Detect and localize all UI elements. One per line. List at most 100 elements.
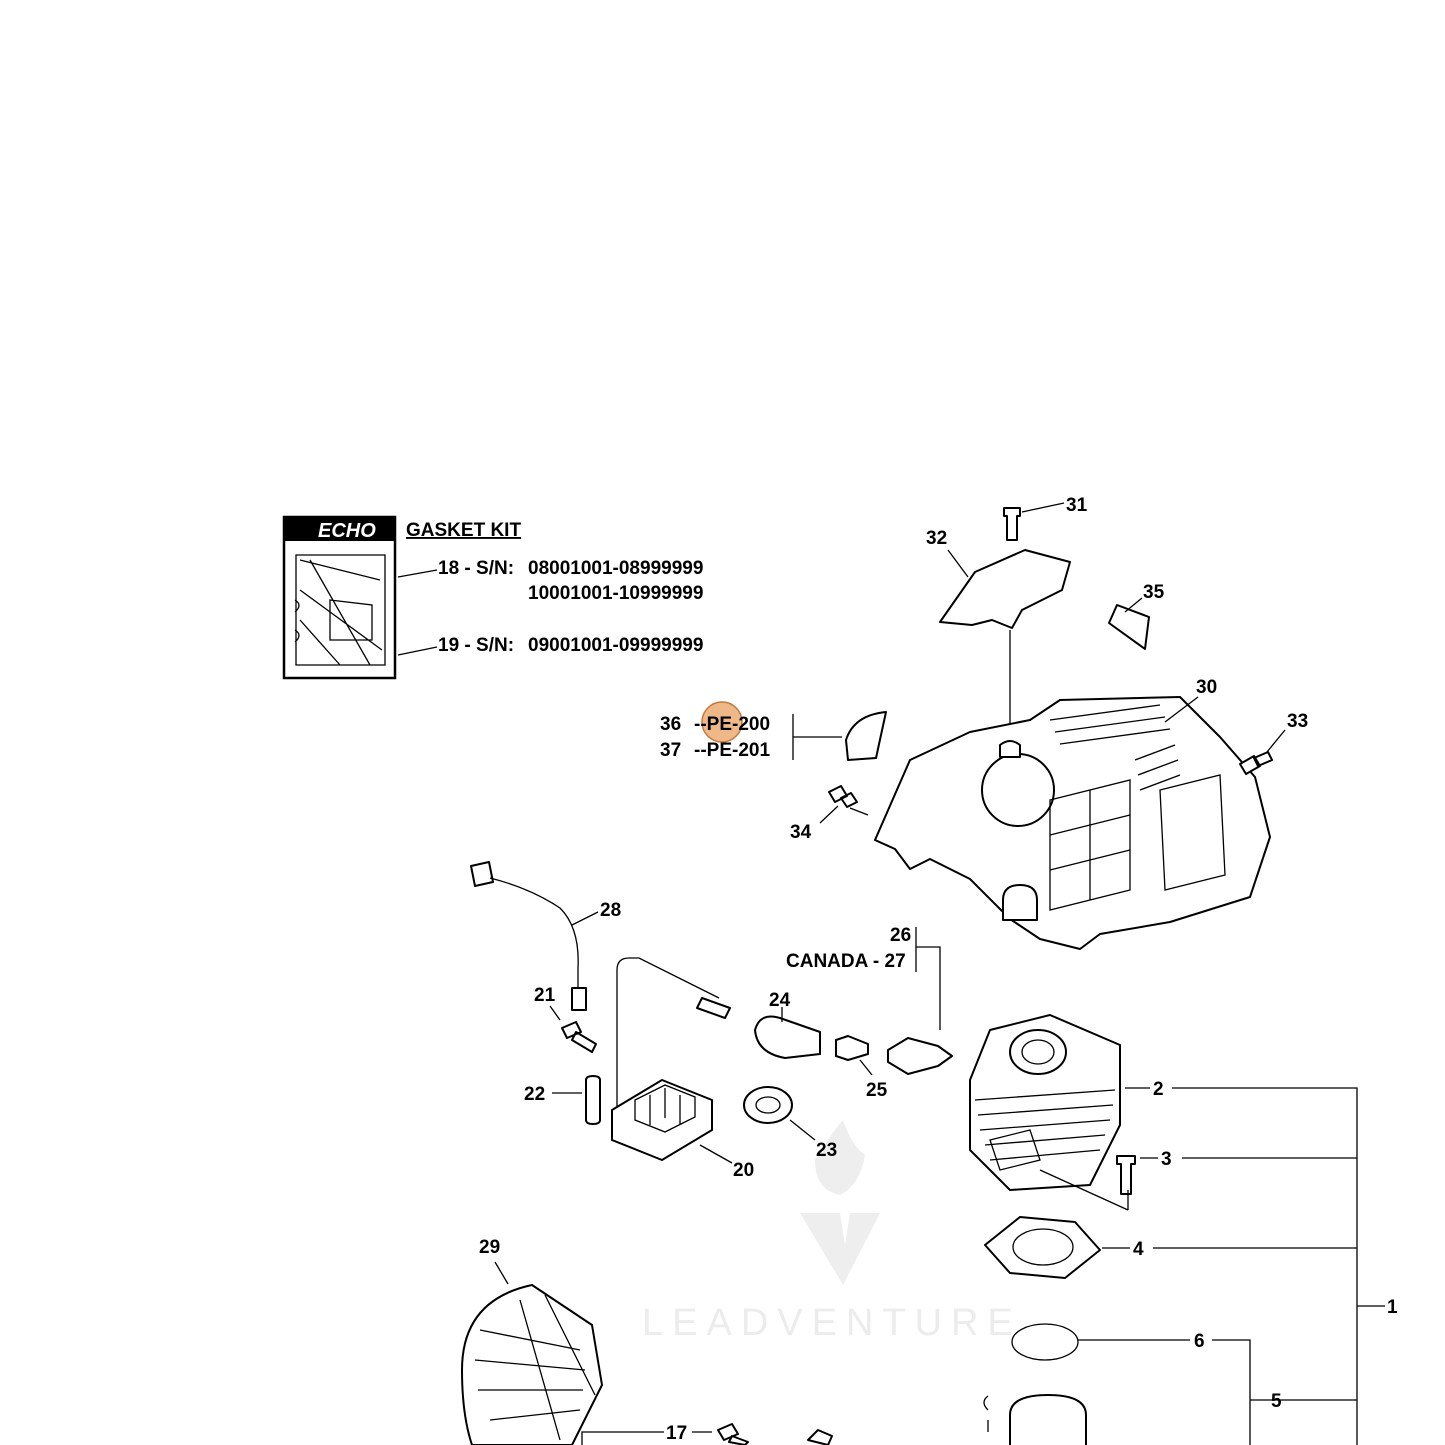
piston-assembly: 6 5 xyxy=(983,1323,1282,1445)
coil-20 xyxy=(611,1079,713,1161)
callout-25: 25 xyxy=(866,1080,888,1101)
plug-parts: 24 23 25 26 CANADA - 27 xyxy=(743,925,953,1161)
callout-32: 32 xyxy=(926,528,947,549)
leader-21 xyxy=(549,1005,561,1021)
leader-18 xyxy=(397,569,438,578)
leader-19 xyxy=(397,646,438,656)
terminal-28 xyxy=(470,861,494,887)
cover-boss xyxy=(1002,884,1038,921)
leader-35 xyxy=(1124,597,1143,613)
cylinder-2 xyxy=(969,1014,1121,1191)
screw-33 xyxy=(1239,751,1273,775)
callout-34: 34 xyxy=(790,822,812,843)
callout-35: 35 xyxy=(1143,582,1165,603)
callout-6: 6 xyxy=(1194,1331,1205,1352)
piston-5 xyxy=(1009,1394,1087,1445)
leader-28 xyxy=(571,911,599,926)
decal-code-37[interactable]: --PE-201 xyxy=(694,740,770,761)
leader-17 xyxy=(581,1431,712,1445)
washer xyxy=(807,1429,833,1445)
callout-4: 4 xyxy=(1133,1239,1144,1260)
leader-25 xyxy=(859,1059,873,1076)
spark-plug xyxy=(887,1037,953,1075)
gasket-serial-18b: 10001001-10999999 xyxy=(528,583,703,604)
flywheel-vanes xyxy=(474,1294,596,1441)
callout-2: 2 xyxy=(1153,1079,1164,1100)
gasket-kit[interactable]: ECHO GASKET KIT 18 - S/N: 08001001-08999… xyxy=(282,515,703,680)
leader-34 xyxy=(819,805,839,824)
flywheel-parts: 29 17 xyxy=(461,1237,833,1445)
decal-labels[interactable]: 36 --PE-200 37 --PE-201 xyxy=(660,701,887,761)
callout-30: 30 xyxy=(1196,677,1217,698)
bracket-5 xyxy=(1212,1339,1268,1445)
leader-29 xyxy=(494,1261,509,1285)
callout-28: 28 xyxy=(600,900,621,921)
callout-21: 21 xyxy=(534,985,556,1006)
callout-33: 33 xyxy=(1287,711,1308,732)
bracket-32 xyxy=(939,549,1071,629)
gasket-serial-19: 09001001-09999999 xyxy=(528,635,703,656)
spring-25 xyxy=(835,1035,869,1061)
decal-num-37: 37 xyxy=(660,740,681,761)
cover-grille xyxy=(1049,779,1131,911)
callout-31: 31 xyxy=(1066,495,1088,516)
decal-part xyxy=(845,711,887,761)
nut-17 xyxy=(717,1423,749,1445)
gasket-ref-19: 19 - S/N: xyxy=(438,635,514,656)
leader-26-27 xyxy=(915,927,941,1030)
echo-logo: ECHO xyxy=(318,520,376,542)
bolt-3 xyxy=(1116,1155,1136,1195)
circlip xyxy=(983,1395,989,1432)
callout-22: 22 xyxy=(524,1084,545,1105)
cover-30 xyxy=(874,696,1271,950)
grommet-23-hole xyxy=(755,1096,781,1114)
assembly-bracket-1: 1 xyxy=(1153,1087,1398,1445)
callout-5: 5 xyxy=(1271,1391,1282,1412)
leader-30 xyxy=(1164,696,1199,723)
ignition-coil: 20 xyxy=(611,957,754,1181)
gasket-kit-title: GASKET KIT xyxy=(406,520,521,541)
gasket-kit-box xyxy=(282,515,397,680)
decal-bracket xyxy=(792,714,842,760)
cover-nipple xyxy=(999,740,1021,758)
callout-29: 29 xyxy=(479,1237,500,1258)
gasket-4 xyxy=(984,1216,1101,1279)
coil-wire xyxy=(616,957,720,1110)
highlight-marker[interactable] xyxy=(701,701,743,743)
cover-vents xyxy=(1049,704,1181,791)
ring-6 xyxy=(1011,1323,1079,1361)
gasket-ref-18: 18 - S/N: xyxy=(438,558,514,579)
callout-24: 24 xyxy=(769,990,791,1011)
screw-31 xyxy=(1003,507,1021,541)
callout-17: 17 xyxy=(666,1423,687,1444)
leader-33 xyxy=(1266,729,1286,753)
coil-core xyxy=(634,1084,696,1133)
screw-21 xyxy=(561,1021,597,1053)
cylinder-port-inner xyxy=(1021,1039,1055,1065)
cylinder-fins xyxy=(974,1089,1116,1161)
gasket-drawing xyxy=(294,554,386,666)
coil-wire-cap xyxy=(696,997,731,1019)
leader-23 xyxy=(789,1119,816,1141)
plug-cap-24 xyxy=(754,1015,821,1059)
callout-1: 1 xyxy=(1387,1297,1398,1318)
callout-26: 26 xyxy=(890,925,911,946)
decal-35 xyxy=(1108,604,1150,650)
spacer-22 xyxy=(585,1075,601,1125)
gasket-serial-18a: 08001001-08999999 xyxy=(528,558,703,579)
watermark-text: LEADVENTURE xyxy=(642,1302,1022,1344)
bolt-3-axis xyxy=(1039,1169,1129,1211)
boot-28 xyxy=(571,987,587,1011)
cylinder-exhaust xyxy=(989,1129,1041,1171)
watermark: LEADVENTURE xyxy=(642,1120,1022,1344)
callout-3: 3 xyxy=(1161,1149,1172,1170)
wire-28 xyxy=(489,877,579,988)
v-watermark-icon xyxy=(800,1213,880,1285)
callout-23: 23 xyxy=(816,1140,837,1161)
cylinder-port xyxy=(1009,1029,1067,1075)
decal-code-36[interactable]: --PE-200 xyxy=(694,714,770,735)
cover-top-parts: 31 32 35 xyxy=(926,495,1165,735)
gasket-4-bore xyxy=(1012,1228,1074,1266)
leader-20 xyxy=(699,1144,733,1164)
